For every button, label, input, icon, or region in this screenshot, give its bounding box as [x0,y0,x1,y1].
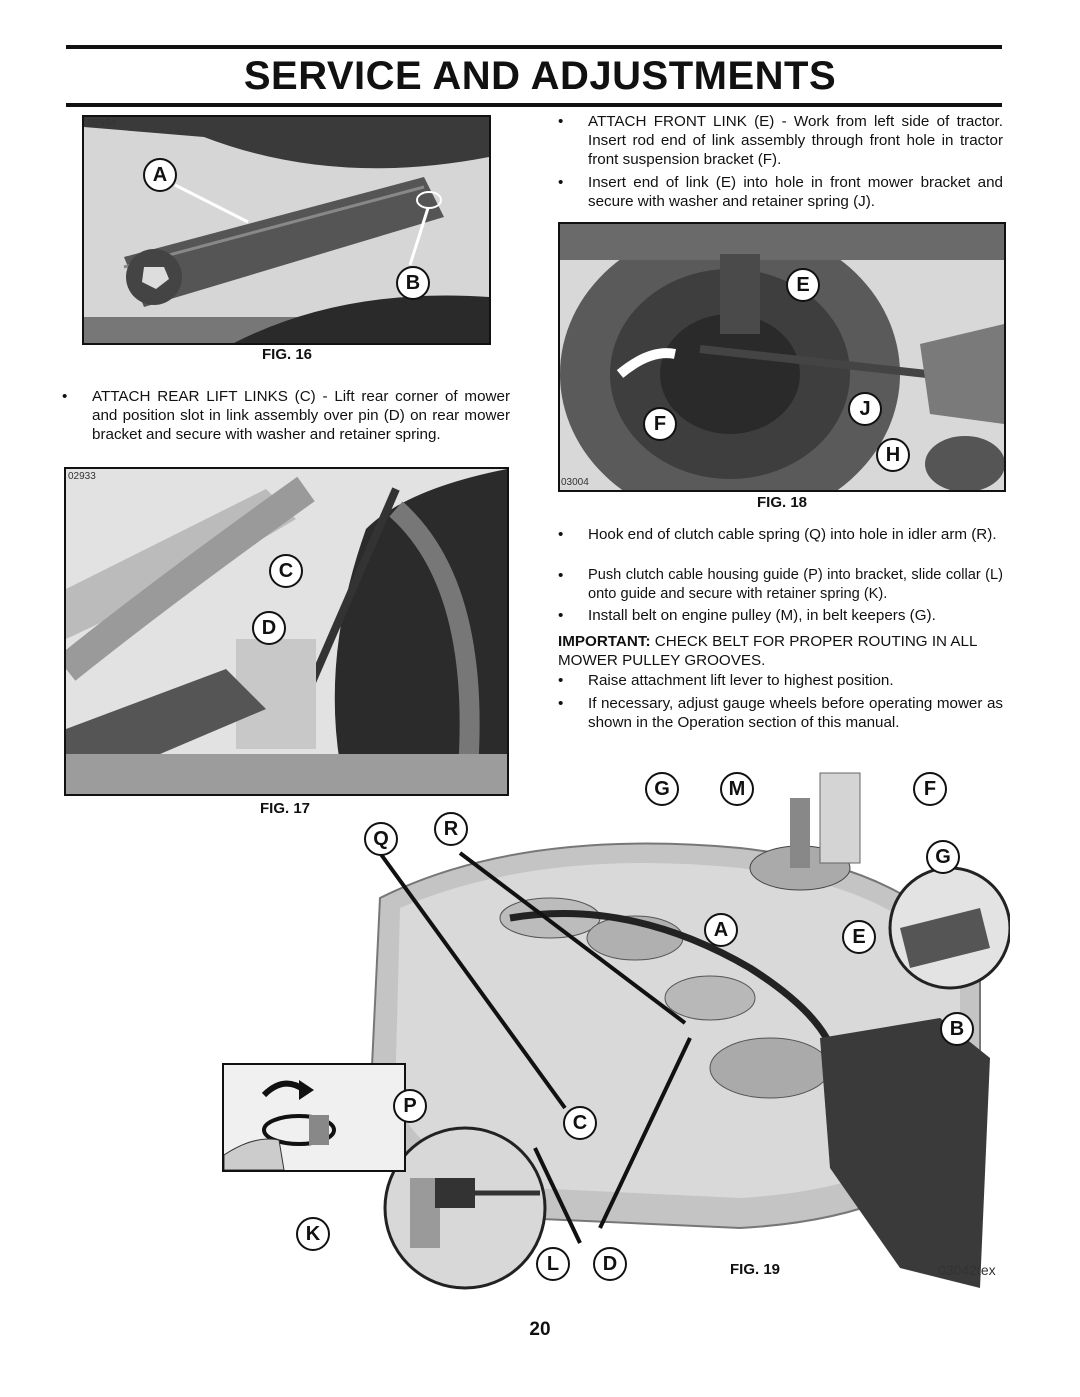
fig17-callout-d: D [252,611,286,645]
fig16-caption: FIG. 16 [262,346,313,363]
bullet-dot: • [558,174,564,191]
page-title: SERVICE AND ADJUSTMENTS [243,54,837,98]
important-label: IMPORTANT: [558,633,651,650]
bullet-dot: • [558,672,564,689]
fig19-inset-retainer [222,1063,406,1172]
fig19-callout-c: C [563,1106,597,1140]
bullet-text: Hook end of clutch cable spring (Q) into… [588,526,997,543]
fig18-image-code: 03004 [561,477,589,488]
fig17-caption: FIG. 17 [260,800,311,817]
bullet-text: If necessary, adjust gauge wheels before… [588,695,1003,731]
bullet-dot: • [558,526,564,543]
fig18-callout-h: H [876,438,910,472]
fig19-callout-f: F [913,772,947,806]
fig19-callout-a: A [704,913,738,947]
fig19-callout-r: R [434,812,468,846]
fig19-callout-d: D [593,1247,627,1281]
fig19-callout-b: B [940,1012,974,1046]
fig18-caption: FIG. 18 [757,494,808,511]
fig16-leader-lines [174,183,430,266]
fig16-callout-a: A [143,158,177,192]
fig19-caption: FIG. 19 [730,1261,781,1278]
fig17-illustration [66,469,507,794]
important-note: IMPORTANT: CHECK BELT FOR PROPER ROUTING… [558,632,1003,670]
fig19-callout-k: K [296,1217,330,1251]
bullet-text: ATTACH REAR LIFT LINKS (C) - Lift rear c… [92,388,510,443]
bullet-text: Raise attachment lift lever to highest p… [588,672,894,689]
fig19-inset-illustration [224,1080,336,1170]
important-text: CHECK BELT FOR PROPER ROUTING IN ALL MOW… [558,633,977,669]
fig19-callout-p: P [393,1089,427,1123]
fig16-callout-b: B [396,266,430,300]
top-rule [66,45,1002,49]
bullet-dot: • [558,695,564,712]
fig19-image-code: 03042tex [938,1262,996,1278]
bullet-dot: • [62,388,68,405]
fig18-callout-f: F [643,407,677,441]
fig19-callout-m: M [720,772,754,806]
title-underline [66,103,1002,107]
fig18-callout-j: J [848,392,882,426]
fig16-image-code: 02934 [88,118,116,129]
fig17-photo [64,467,509,796]
bullet-text: Push clutch cable housing guide (P) into… [588,567,1003,602]
bullet-front-link: • ATTACH FRONT LINK (E) - Work from left… [558,112,1003,172]
fig19-callout-l: L [536,1247,570,1281]
page-number: 20 [529,1319,551,1340]
fig19-illustration [368,772,1010,1290]
bullet-push-guide: • Push clutch cable housing guide (P) in… [558,566,1003,606]
fig17-callout-c: C [269,554,303,588]
bullet-dot: • [558,567,564,584]
bullet-rear-lift-links: • ATTACH REAR LIFT LINKS (C) - Lift rear… [62,387,510,467]
fig18-callout-e: E [786,268,820,302]
bullet-text: Install belt on engine pulley (M), in be… [588,607,936,624]
bullet-insert-end: • Insert end of link (E) into hole in fr… [558,173,1003,213]
fig17-image-code: 02933 [68,471,96,482]
fig18-photo [558,222,1006,492]
fig18-illustration [560,224,1004,490]
bullet-text: Insert end of link (E) into hole in fron… [588,174,1003,210]
fig19-callout-g-top: G [645,772,679,806]
bullet-raise-lever: • Raise attachment lift lever to highest… [558,671,1003,691]
bullet-dot: • [558,607,564,624]
fig16-photo [82,115,491,345]
fig19-callout-e: E [842,920,876,954]
bullet-hook-end: • Hook end of clutch cable spring (Q) in… [558,525,1003,565]
bullet-gauge-wheels: • If necessary, adjust gauge wheels befo… [558,694,1003,754]
bullet-install-belt: • Install belt on engine pulley (M), in … [558,606,1003,626]
fig16-illustration [84,117,489,343]
fig19-callout-q: Q [364,822,398,856]
bullet-text: ATTACH FRONT LINK (E) - Work from left s… [588,113,1003,168]
fig19-callout-g-right: G [926,840,960,874]
bullet-dot: • [558,113,564,130]
